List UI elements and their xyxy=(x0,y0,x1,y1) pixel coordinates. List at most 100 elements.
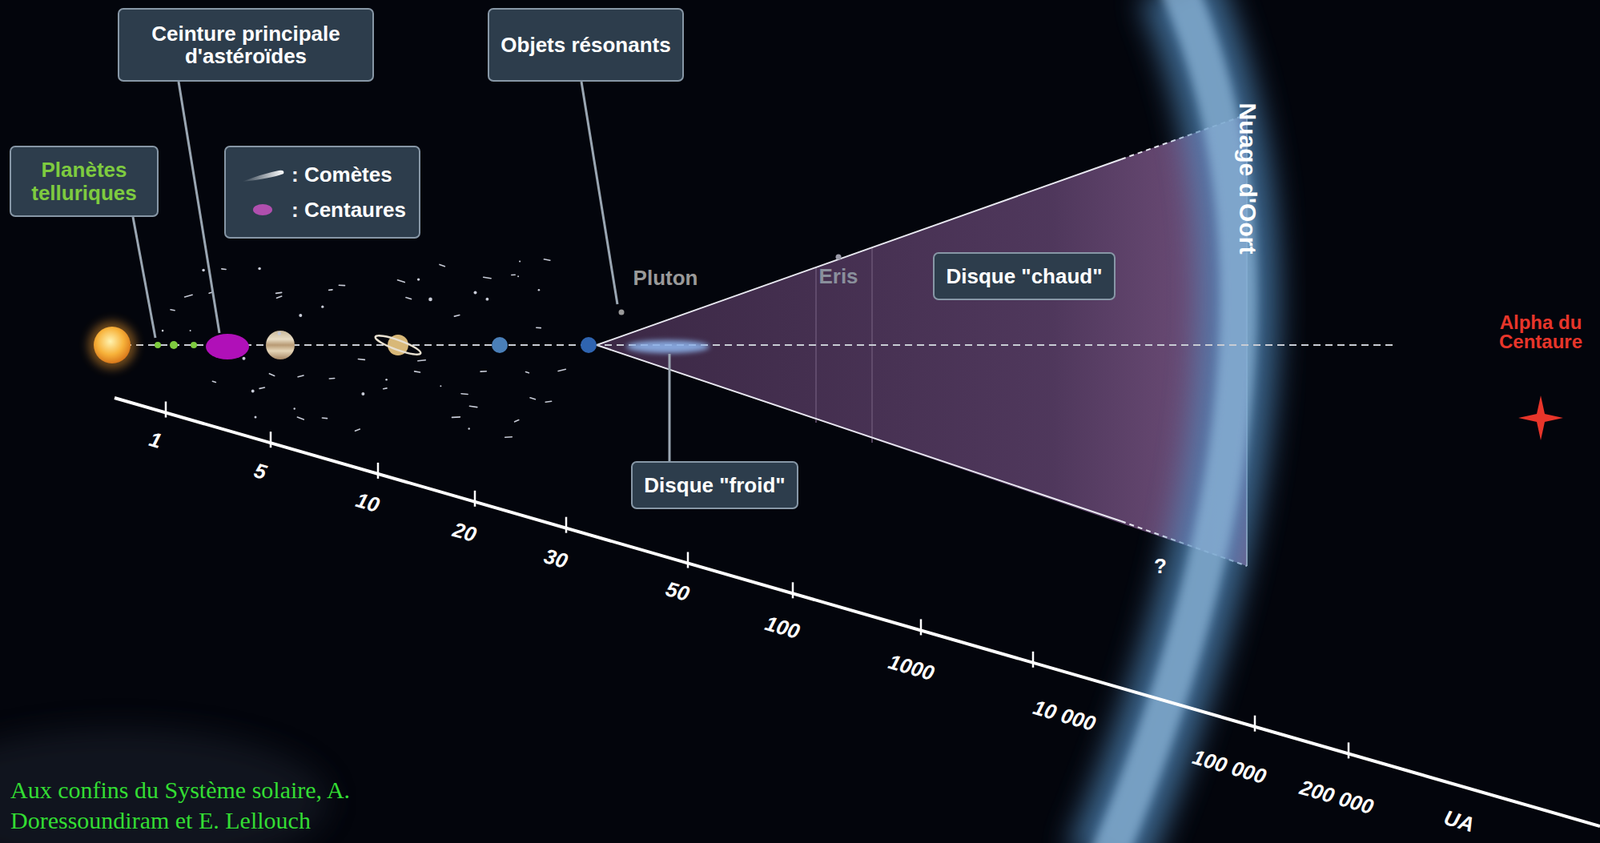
axis-label: 1 xyxy=(146,426,165,455)
comet-dash xyxy=(406,297,412,300)
axis-label: 1000 xyxy=(885,649,937,687)
kuiper-cone xyxy=(596,114,1247,567)
comet-dash xyxy=(545,400,551,403)
legend-text: : Centaures xyxy=(291,197,407,223)
comet-dash xyxy=(483,277,491,278)
cold-disk xyxy=(626,340,710,354)
comet-dash xyxy=(505,436,513,439)
saturn-ring xyxy=(373,332,423,358)
asteroid-dot xyxy=(189,329,192,332)
axis-tick xyxy=(565,517,568,534)
axis-tick xyxy=(164,402,168,419)
neptune xyxy=(580,337,597,354)
callout-box: Ceinture principale d'astéroïdes xyxy=(117,8,374,82)
asteroid-dot xyxy=(201,269,206,273)
comet-dash xyxy=(383,387,387,390)
sun xyxy=(93,326,131,364)
leader-line xyxy=(581,81,618,305)
axis-tick xyxy=(377,462,380,479)
comet-dash xyxy=(558,369,566,371)
axis-tick xyxy=(687,552,690,569)
comet-dash xyxy=(212,381,216,382)
star-name: Alpha du Centaure xyxy=(1499,313,1583,352)
comet-dash xyxy=(276,292,282,294)
comet-dash xyxy=(338,284,345,286)
legend-row: : Comètes xyxy=(238,156,407,193)
axis-label: UA xyxy=(1441,805,1478,838)
comet-dash xyxy=(297,417,304,420)
uranus xyxy=(491,337,508,354)
axis-label: 5 xyxy=(251,458,270,486)
alpha-centauri-star xyxy=(1518,395,1564,441)
comet-dash xyxy=(329,377,334,380)
comet-icon xyxy=(238,162,287,187)
comet-dash xyxy=(461,393,468,395)
cone-edge xyxy=(596,159,1122,346)
distance-axis xyxy=(114,397,1600,827)
asteroid-dot xyxy=(298,313,302,318)
comet-dash xyxy=(452,416,461,419)
axis-label: 200 000 xyxy=(1297,775,1377,821)
comet-dash xyxy=(357,358,365,361)
callout-text: Disque "chaud" xyxy=(945,265,1102,288)
comet-dash xyxy=(259,387,265,389)
sun-glow xyxy=(88,321,137,370)
asteroid-dot xyxy=(417,277,420,281)
comet-dash xyxy=(526,372,530,374)
legend-swatch xyxy=(238,197,287,222)
comet-dash xyxy=(355,429,361,431)
axis-ticks xyxy=(165,402,1349,760)
comet-dash xyxy=(454,315,459,318)
axis-label: 50 xyxy=(663,576,692,608)
callout-box: Disque "froid" xyxy=(631,461,799,510)
eris-dot xyxy=(836,254,842,261)
leader-line xyxy=(178,81,220,334)
callout-text: Objets résonants xyxy=(500,33,671,57)
comet-dash xyxy=(297,375,304,378)
legend-row: : Centaures xyxy=(238,192,407,228)
asteroid-dot xyxy=(486,297,490,302)
asteroid-dot xyxy=(277,331,282,335)
axis-tick xyxy=(920,619,923,636)
axis-label: 30 xyxy=(541,543,571,575)
axis-label: 20 xyxy=(450,517,479,548)
axis-label: 100 000 xyxy=(1189,744,1270,790)
axis-label: 10 000 xyxy=(1030,695,1099,737)
comet-dash xyxy=(439,264,445,266)
comet-dash xyxy=(511,273,515,276)
object-name: Eris xyxy=(818,264,858,290)
comet-dash xyxy=(536,326,542,329)
axis-tick xyxy=(1032,651,1035,668)
comet-dash xyxy=(329,289,333,291)
legend-text: : Comètes xyxy=(291,162,393,188)
callout-text: Disque "froid" xyxy=(643,474,785,497)
asteroid-dot xyxy=(293,407,296,410)
unknown-mark: ? xyxy=(1153,554,1167,579)
leader-line xyxy=(132,217,156,338)
object-name: Pluton xyxy=(633,265,699,291)
region-name: Nuage d'Oort xyxy=(1234,103,1262,255)
asteroid-dot xyxy=(518,260,521,262)
small-bodies xyxy=(161,259,567,439)
comet-dash xyxy=(418,360,426,362)
caption: Aux confins du Système solaire, A. Dores… xyxy=(10,775,355,837)
comet-dash xyxy=(321,417,327,419)
asteroid-dot xyxy=(474,291,478,295)
axis-label: 100 xyxy=(762,611,803,645)
leader-line xyxy=(668,353,672,462)
comet-dash xyxy=(414,371,421,373)
asteroid-dot xyxy=(242,357,246,361)
comet-dash xyxy=(170,309,175,311)
axis-tick xyxy=(1347,742,1351,759)
callout-box: Objets résonants xyxy=(487,8,684,82)
asteroid-dot xyxy=(161,329,165,333)
jupiter xyxy=(265,330,295,360)
callout-box: Disque "chaud" xyxy=(932,252,1116,301)
axis-label: 10 xyxy=(353,487,382,519)
asteroid-dot xyxy=(385,378,388,382)
ecliptic-line xyxy=(112,344,1398,346)
axis-tick xyxy=(1254,715,1257,732)
asteroid-dot xyxy=(254,415,258,419)
axis-tick xyxy=(474,490,477,507)
